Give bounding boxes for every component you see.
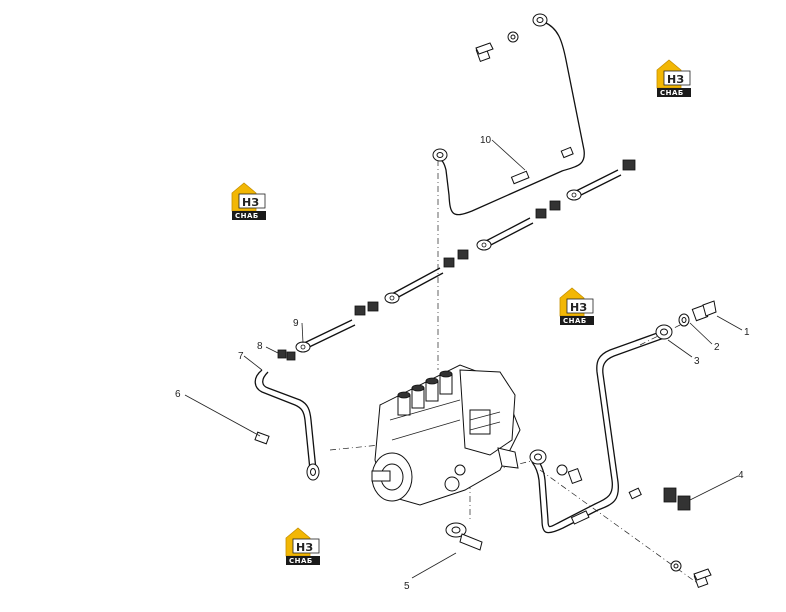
callout-6: 6 [175, 389, 181, 400]
watermark-letters: НЗ [242, 196, 259, 209]
watermark-caption: СНАБ [289, 557, 313, 565]
clamp-8 [277, 349, 296, 361]
callout-4: 4 [738, 470, 744, 481]
pipe-7 [254, 369, 320, 481]
callout-2: 2 [714, 342, 720, 353]
watermark-logo-top-right: НЗ СНАБ [656, 59, 692, 98]
callout-1: 1 [744, 327, 750, 338]
callout-8: 8 [257, 341, 263, 352]
watermark-logo-center: НЗ СНАБ [559, 287, 595, 326]
injection-pump [371, 364, 521, 506]
watermark-letters: НЗ [667, 73, 684, 86]
watermark-logo-left: НЗ СНАБ [231, 182, 267, 221]
callout-labels: 1 2 3 4 5 6 7 8 9 10 [175, 135, 750, 592]
callout-5: 5 [404, 581, 410, 592]
watermark-letters: НЗ [570, 301, 587, 314]
lower-fittings [556, 464, 712, 588]
callout-3: 3 [694, 356, 700, 367]
union-bolt-1 [691, 300, 717, 322]
watermark-caption: СНАБ [660, 89, 684, 97]
callout-7: 7 [238, 351, 244, 362]
pipe-upper-10 [432, 13, 585, 216]
watermark-letters: НЗ [296, 541, 313, 554]
sleeve-6 [254, 431, 270, 445]
leader-lines [184, 139, 743, 579]
pipe-chain-9 [295, 159, 636, 353]
watermark-logo-bottom: НЗ СНАБ [285, 527, 321, 566]
banjo-union-5 [445, 522, 483, 551]
callout-10: 10 [480, 135, 492, 146]
banjo-bolt-top [475, 31, 519, 62]
watermark-caption: СНАБ [235, 212, 259, 220]
pipe-right-3 [529, 324, 673, 534]
washer-2 [678, 313, 690, 327]
callout-9: 9 [293, 318, 299, 329]
watermark-caption: СНАБ [563, 317, 587, 325]
centre-lines [329, 160, 701, 586]
clamp-4 [663, 487, 691, 511]
